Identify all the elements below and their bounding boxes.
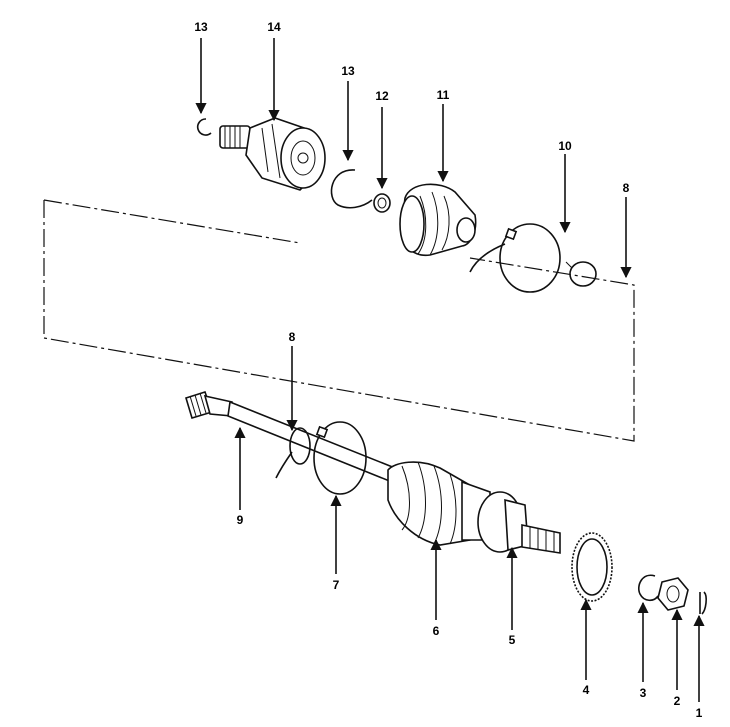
callout-3: 3	[640, 686, 647, 700]
callout-12: 12	[375, 89, 389, 103]
callout-9: 9	[237, 513, 244, 527]
callout-10: 10	[558, 139, 572, 153]
callout-13-left: 13	[194, 20, 208, 34]
toothed-ring-4	[571, 532, 613, 602]
circlip-13-right	[330, 169, 373, 209]
retaining-ring-12	[373, 193, 391, 213]
callout-1: 1	[696, 706, 703, 720]
callout-4: 4	[583, 683, 590, 697]
cotter-pin-1	[699, 591, 707, 615]
castle-nut-2	[657, 577, 689, 611]
washer-3	[638, 574, 659, 602]
assembly-outline	[43, 200, 635, 442]
callout-7: 7	[333, 578, 340, 592]
callout-8-lower: 8	[289, 330, 296, 344]
clamp-band-10	[469, 223, 561, 293]
callout-14: 14	[267, 20, 281, 34]
callout-11: 11	[437, 88, 450, 102]
callout-2: 2	[674, 694, 681, 708]
clamp-8-upper	[565, 261, 597, 287]
cv-joint-housing-14	[219, 117, 326, 191]
callout-8-upper: 8	[623, 181, 630, 195]
clamp-band-7	[313, 421, 367, 495]
clamp-8-lower	[275, 427, 311, 479]
callout-5: 5	[509, 633, 516, 647]
callout-6: 6	[433, 624, 440, 638]
callout-13-right: 13	[341, 64, 355, 78]
boot-11	[399, 183, 477, 256]
circlip-13-left	[196, 118, 212, 136]
outer-boot-6	[387, 461, 491, 546]
outer-cv-joint-5	[477, 491, 561, 554]
assembly-outline-top	[43, 199, 301, 244]
